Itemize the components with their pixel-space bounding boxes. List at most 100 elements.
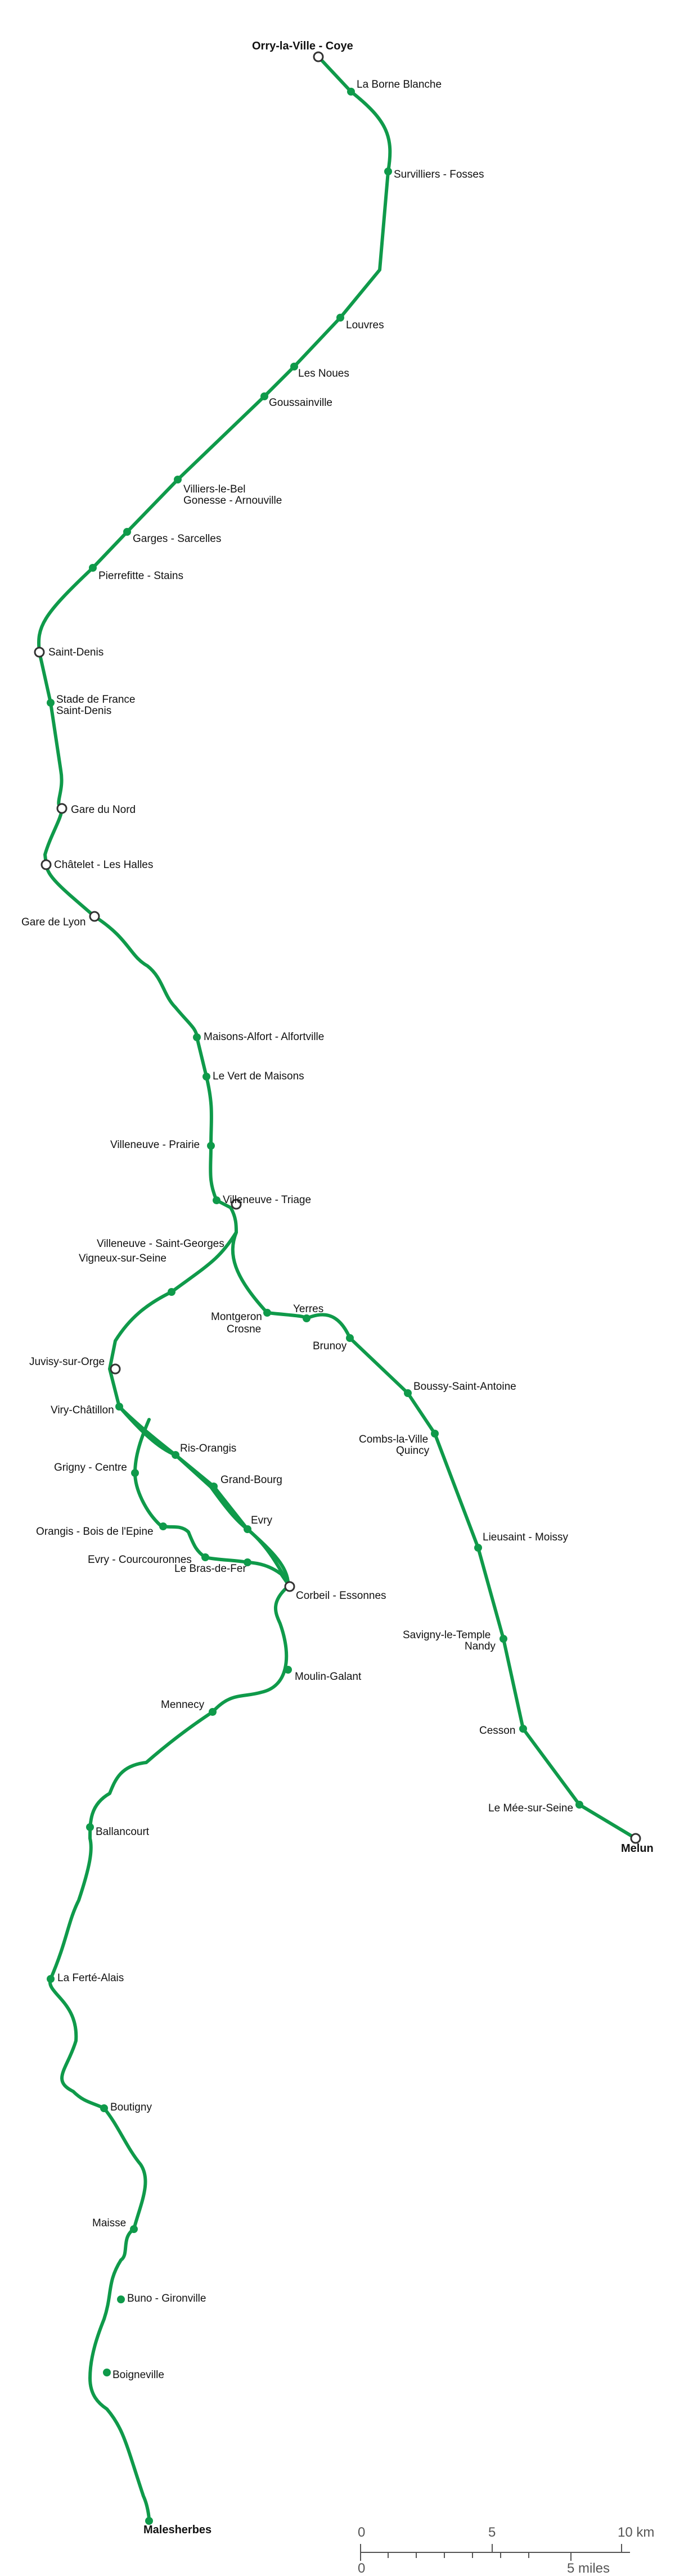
label-nandy: Nandy [465,1640,496,1652]
stop-villeneuve-prairie [207,1142,215,1150]
scale-mi-end: 5 miles [567,2561,610,2576]
scale-bar: 0 5 10 km 0 5 miles [358,2525,654,2576]
label-cesson: Cesson [479,1725,515,1737]
stop-cesson [519,1725,527,1733]
station-stops [47,88,583,2525]
stop-malesherbes [145,2517,153,2525]
stop-mennecy [209,1708,217,1716]
stop-savigny [500,1635,507,1643]
stop-grigny [131,1469,139,1477]
stop-montgeron [263,1309,271,1317]
label-lieusaint: Lieusaint - Moissy [483,1531,569,1543]
stop-pierrefitte-stains [89,564,97,572]
stop-louvres [336,314,344,322]
label-montgeron: Montgeron [211,1311,262,1323]
label-garges: Garges - Sarcelles [133,533,221,545]
stop-maisons-alfort [193,1033,201,1041]
stop-combs-la-ville [431,1430,439,1438]
stop-moulin-galant [284,1666,292,1674]
label-le-bras-de-fer: Le Bras-de-Fer [174,1563,246,1575]
route-malesherbes-branch [48,1231,290,2523]
label-boussy: Boussy-Saint-Antoine [413,1381,516,1393]
label-villeneuve-st-georges: Villeneuve - Saint-Georges [97,1238,224,1250]
label-boigneville: Boigneville [112,2369,164,2381]
label-yerres: Yerres [293,1303,323,1315]
label-ris-orangis: Ris-Orangis [180,1443,236,1454]
label-gare-de-lyon: Gare de Lyon [21,916,86,928]
label-villeneuve-triage: Villeneuve - Triage [223,1194,311,1206]
label-orangis: Orangis - Bois de l'Epine [36,1526,154,1538]
label-crosne: Crosne [227,1323,261,1335]
label-melun: Melun [621,1842,654,1855]
hub-corbeil [284,1581,295,1592]
stop-grand-bourg [210,1483,218,1490]
label-grigny: Grigny - Centre [54,1462,127,1474]
stop-ballancourt [86,1823,94,1831]
label-mennecy: Mennecy [161,1699,205,1711]
stop-orangis [159,1522,167,1530]
label-stade-saint-denis: Saint-Denis [56,705,111,717]
stop-le-mee [575,1801,583,1809]
stop-stade-de-france [47,699,55,707]
label-vigneux: Vigneux-sur-Seine [79,1253,166,1264]
label-saint-denis: Saint-Denis [48,647,104,658]
label-chatelet: Châtelet - Les Halles [54,859,153,871]
label-combs-la-ville: Combs-la-Ville [359,1434,428,1445]
label-evry: Evry [251,1515,273,1526]
label-gare-du-nord: Gare du Nord [71,804,136,816]
hub-gare-de-lyon [89,911,100,922]
label-juvisy: Juvisy-sur-Orge [29,1356,105,1368]
label-moulin-galant: Moulin-Galant [295,1671,362,1683]
label-les-noues: Les Noues [298,368,349,379]
label-villeneuve-prairie: Villeneuve - Prairie [110,1139,200,1151]
scale-km-zero: 0 [358,2525,365,2540]
hub-villeneuve-st-georges [231,1199,242,1210]
station-hubs [34,51,641,1844]
stop-villiers-le-bel [174,476,182,483]
label-evry-courcouronnes: Evry - Courcouronnes [88,1554,192,1566]
label-grand-bourg: Grand-Bourg [220,1474,282,1486]
stop-lieusaint [474,1544,482,1552]
label-brunoy: Brunoy [313,1340,347,1352]
stop-goussainville [260,392,268,400]
stop-boigneville [103,2369,111,2376]
stop-vigneux [168,1288,176,1296]
stop-maisse [130,2225,138,2233]
stop-villeneuve-triage [213,1196,220,1204]
hub-juvisy [110,1363,121,1375]
hub-orry-la-ville [313,51,324,62]
stop-viry [115,1403,123,1411]
label-survilliers: Survilliers - Fosses [394,169,484,180]
label-boutigny: Boutigny [110,2102,152,2113]
label-savigny: Savigny-le-Temple [403,1629,490,1641]
stop-garges-sarcelles [123,528,131,536]
label-viry: Viry-Châtillon [51,1404,114,1416]
stop-yerres [303,1314,310,1322]
label-villiers-le-bel: Villiers-le-Bel [183,483,246,495]
stop-survilliers-fosses [384,168,392,175]
hub-saint-denis [34,647,45,658]
label-pierrefitte: Pierrefitte - Stains [98,570,183,582]
label-stade-de-france: Stade de France [56,694,135,706]
stop-le-bras-de-fer [244,1558,251,1566]
station-labels: Orry-la-Ville - Coye La Borne Blanche Su… [21,40,654,2536]
label-malesherbes: Malesherbes [143,2524,212,2536]
hub-gare-du-nord [56,803,68,814]
label-la-ferte-alais: La Ferté-Alais [57,1972,124,1984]
label-gonesse-arnouville: Gonesse - Arnouville [183,495,282,507]
stop-buno-gironville [117,2295,125,2303]
route-north-trunk [37,55,392,1234]
label-borne-blanche: La Borne Blanche [357,79,442,91]
stop-evry [244,1525,251,1533]
stop-brunoy [346,1334,354,1342]
label-maisons-alfort: Maisons-Alfort - Alfortville [204,1031,324,1043]
label-ballancourt: Ballancourt [96,1826,150,1838]
stop-ris-orangis [172,1451,179,1459]
hub-melun [630,1833,641,1844]
route-melun-branch [231,1231,637,1840]
label-louvres: Louvres [346,319,384,331]
stop-boutigny [100,2104,108,2112]
stop-evry-courcouronnes [201,1553,209,1561]
stop-les-noues [290,363,298,370]
